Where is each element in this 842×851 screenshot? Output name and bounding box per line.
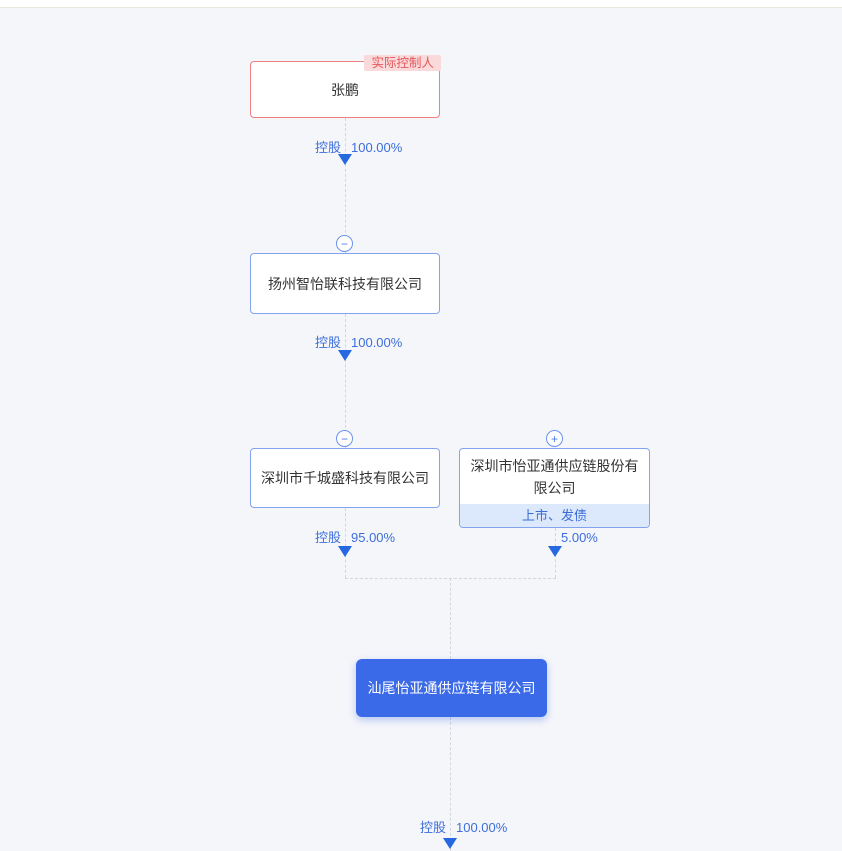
- arrow-down-icon: [338, 350, 352, 361]
- edge-percent-label: 100.00%: [351, 335, 403, 350]
- node-target-company[interactable]: 汕尾怡亚通供应链有限公司: [356, 659, 547, 717]
- arrow-down-icon: [548, 546, 562, 557]
- listed-bond-badge: 上市、发债: [460, 504, 649, 527]
- arrow-down-icon: [338, 546, 352, 557]
- edge-percent-label: 100.00%: [456, 820, 508, 835]
- collapse-icon[interactable]: −: [336, 430, 353, 447]
- edge-percent-label: 100.00%: [351, 140, 403, 155]
- connector-yangzhou-qiancheng: [345, 314, 346, 448]
- node-label: 深圳市千城盛科技有限公司: [261, 470, 429, 486]
- connector-qiancheng-bus: [345, 508, 346, 578]
- edge-relation-label: 控股: [314, 140, 341, 155]
- connector-target-subsidiary: [450, 717, 451, 851]
- arrow-down-icon: [443, 838, 457, 849]
- actual-controller-tag: 实际控制人: [364, 55, 441, 71]
- node-actual-controller[interactable]: 张鹏: [250, 61, 440, 118]
- node-label: 扬州智怡联科技有限公司: [268, 275, 422, 292]
- node-qiancheng-company[interactable]: 深圳市千城盛科技有限公司: [250, 448, 440, 508]
- minus-glyph: −: [340, 431, 348, 446]
- expand-icon[interactable]: +: [546, 430, 563, 447]
- edge-relation-label: 控股: [314, 335, 341, 350]
- connector-bus-target: [450, 578, 451, 659]
- node-label: 汕尾怡亚通供应链有限公司: [367, 680, 536, 696]
- node-label: 深圳市怡亚通供应链股份有限公司: [470, 457, 639, 496]
- edge-percent-label: 95.00%: [351, 530, 396, 545]
- edge-relation-label: 控股: [314, 530, 341, 545]
- edge-percent-label: 5.00%: [561, 530, 598, 545]
- top-divider-bar: [0, 0, 842, 8]
- collapse-icon[interactable]: −: [336, 235, 353, 252]
- node-yiyatong-company[interactable]: 深圳市怡亚通供应链股份有限公司 上市、发债: [459, 448, 650, 528]
- arrow-down-icon: [338, 154, 352, 165]
- node-yangzhou-company[interactable]: 扬州智怡联科技有限公司: [250, 253, 440, 314]
- minus-glyph: −: [340, 236, 348, 251]
- node-label: 张鹏: [331, 81, 359, 98]
- connector-controller-yangzhou: [345, 118, 346, 253]
- plus-glyph: +: [550, 431, 558, 446]
- edge-relation-label: 控股: [419, 820, 446, 835]
